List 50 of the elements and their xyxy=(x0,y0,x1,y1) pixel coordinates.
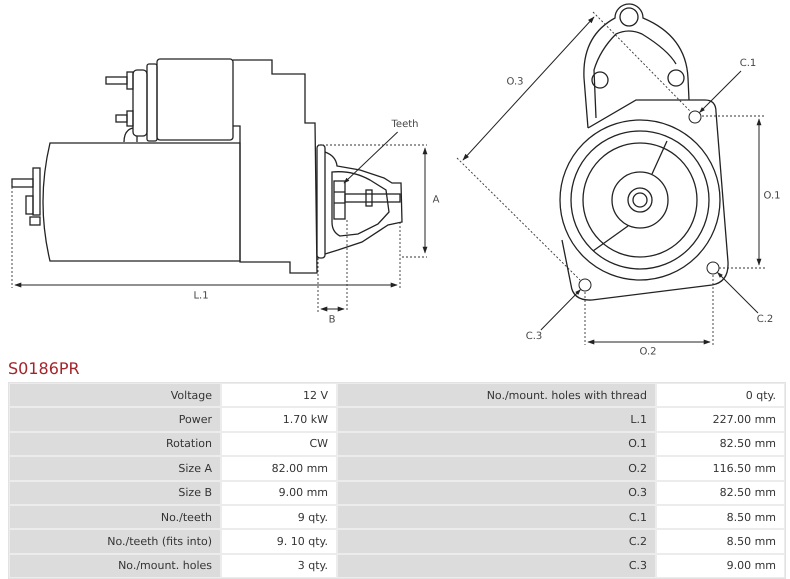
spec-name-cell: O.1 xyxy=(338,432,655,456)
dimension-label: L.1 xyxy=(193,290,209,302)
mounting-hole xyxy=(578,278,592,292)
spec-name-cell: L.1 xyxy=(338,408,655,431)
spec-name-cell: No./mount. holes xyxy=(10,554,220,578)
spec-name-cell: Voltage xyxy=(10,384,220,406)
spec-name-cell: C.1 xyxy=(338,506,655,528)
spec-name-cell: No./teeth xyxy=(10,506,220,528)
dimension-label: O.2 xyxy=(640,346,656,358)
mounting-hole xyxy=(688,110,702,124)
spec-name-cell: No./teeth (fits into) xyxy=(10,530,220,553)
spec-name-cell: O.2 xyxy=(338,457,655,480)
spec-value-cell: 82.50 mm xyxy=(657,482,784,504)
spec-value-cell: 9. 10 qty. xyxy=(222,530,336,553)
spec-value-cell: 8.50 mm xyxy=(657,530,784,553)
callout-label: Teeth xyxy=(392,119,418,131)
spec-name-cell: Size A xyxy=(10,457,220,480)
spec-name-cell: Size B xyxy=(10,482,220,504)
spec-name-cell: C.3 xyxy=(338,554,655,578)
spec-name-cell: C.2 xyxy=(338,530,655,553)
spec-value-cell: 8.50 mm xyxy=(657,506,784,528)
callout-label: C.3 xyxy=(526,331,542,343)
spec-name-cell: Power xyxy=(10,408,220,431)
spec-value-cell: 82.00 mm xyxy=(222,457,336,480)
spec-value-cell: 227.00 mm xyxy=(657,408,784,431)
spec-value-cell: 82.50 mm xyxy=(657,432,784,456)
spec-value-cell: 9 qty. xyxy=(222,506,336,528)
spec-value-cell: 9.00 mm xyxy=(222,482,336,504)
dimension-label: O.1 xyxy=(764,190,780,202)
dimension-label: A xyxy=(432,194,440,206)
spec-value-cell: 12 V xyxy=(222,384,336,406)
spec-value-cell: 9.00 mm xyxy=(657,554,784,578)
spec-name-cell: No./mount. holes with thread xyxy=(338,384,655,406)
spec-value-cell: 3 qty. xyxy=(222,554,336,578)
spec-value-cell: 1.70 kW xyxy=(222,408,336,431)
part-number-title: S0186PR xyxy=(8,359,80,378)
spec-name-cell: O.3 xyxy=(338,482,655,504)
leader-line xyxy=(699,70,742,113)
callout-label: C.1 xyxy=(740,58,756,70)
leader-line xyxy=(540,289,581,330)
spec-value-cell: 0 qty. xyxy=(657,384,784,406)
leader-line xyxy=(344,132,398,184)
mounting-hole xyxy=(706,262,720,274)
callout-label: C.2 xyxy=(756,314,774,326)
dimension-label: O.3 xyxy=(506,76,524,88)
leader-line xyxy=(717,272,758,314)
spec-name-cell: Rotation xyxy=(10,432,220,456)
spec-value-cell: CW xyxy=(222,432,336,456)
dimension-label: B xyxy=(328,314,336,326)
spec-value-cell: 116.50 mm xyxy=(657,457,784,480)
